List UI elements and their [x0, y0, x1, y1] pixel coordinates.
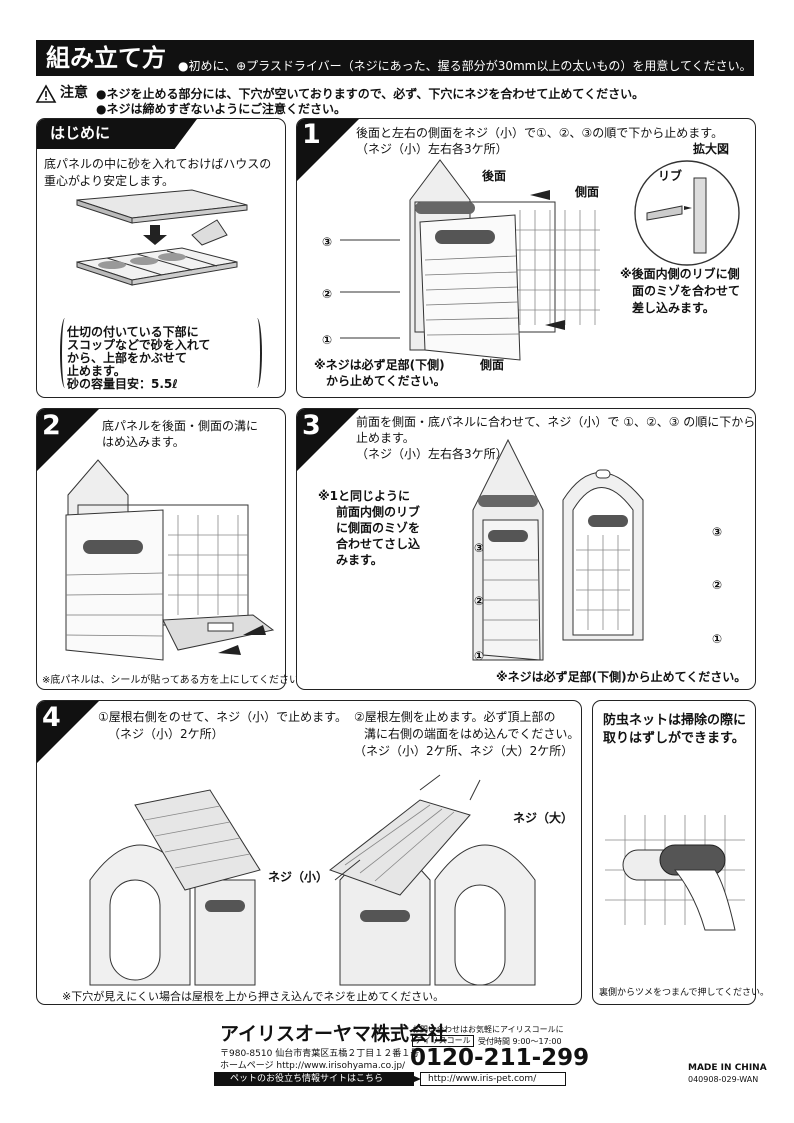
step3-marker-2-left: ②	[474, 594, 485, 608]
step1-label-side-bottom: 側面	[480, 358, 505, 372]
step3-line-3: （ネジ（小）左右各3ケ所）	[356, 447, 508, 461]
step2-floor-insert-illustration	[65, 459, 275, 661]
inquiry-text: お問い合わせはお気軽にアイリスコールに	[412, 1025, 564, 1034]
net-line-2: 取りはずしができます。	[603, 731, 745, 746]
company-name: アイリスオーヤマ株式会社	[220, 1023, 448, 1045]
page-title: 組み立て方	[46, 44, 166, 72]
bracket-right	[252, 318, 262, 388]
step3-marker-2-right: ②	[712, 578, 723, 592]
step4-number-badge	[37, 701, 99, 763]
step2-number: 2	[42, 410, 61, 441]
step4-a-line-1: ①屋根右側をのせて、ネジ（小）で止めます。	[98, 710, 347, 724]
intro-title-tab	[37, 119, 197, 149]
step4-a-line-2: （ネジ（小）2ケ所）	[108, 727, 224, 741]
step3-note-4: 合わせてさし込	[336, 537, 421, 551]
intro-bracket-line-4: 止めます。	[67, 364, 126, 378]
company-homepage[interactable]: ホームページ http://www.irisohyama.co.jp/	[220, 1061, 406, 1071]
step1-rib-note-1: ※後面内側のリブに側	[620, 267, 740, 281]
step4-b-line-2: 溝に右側の端面をはめ込んでください。	[364, 727, 580, 741]
phone-number[interactable]: 0120-211-299	[410, 1045, 590, 1071]
arrow-right-icon	[405, 1072, 421, 1086]
step3-marker-3-left: ③	[474, 541, 485, 555]
intro-bracket-line-2: スコップなどで砂を入れて	[67, 338, 211, 352]
intro-bracket-line-3: から、上部をかぶせて	[67, 351, 188, 365]
step1-screw-note-1: ※ネジは必ず足部(下側)	[314, 358, 445, 372]
step3-marker-1-right: ①	[712, 632, 723, 646]
step1-house-frame-illustration	[340, 159, 600, 361]
step1-zoom-circle	[634, 160, 740, 266]
intro-bracket-line-5: 砂の容量目安：5.5ℓ	[67, 377, 178, 391]
step3-note-2: 前面内側のリブ	[336, 505, 421, 519]
caution-line-1: ●ネジを止める部分には、下穴が空いておりますので、必ず、下穴にネジを合わせて止め…	[96, 87, 645, 101]
step3-note-3: に側面のミゾを	[336, 521, 421, 535]
step1-screw-note-2: から止めてください。	[326, 374, 446, 388]
intro-text-1: 底パネルの中に砂を入れておけばハウスの	[44, 157, 272, 171]
step3-note-5: みます。	[336, 553, 383, 567]
step1-marker-3: ③	[322, 235, 333, 249]
intro-title: はじめに	[50, 124, 111, 142]
company-address: 〒980-8510 仙台市青葉区五橋２丁目１２番１号	[220, 1049, 420, 1059]
header-note: ●初めに、⊕プラスドライバー（ネジにあった、握る部分が30mm以上の太いもの）を…	[178, 59, 752, 73]
step2-note: ※底パネルは、シールが貼ってある方を上にしてください。	[42, 675, 309, 686]
step4-b-line-3: （ネジ（小）2ケ所、ネジ（大）2ケ所）	[354, 744, 574, 758]
step1-number-badge	[297, 119, 359, 181]
step3-line-2: 止めます。	[356, 431, 415, 445]
header-bar	[36, 40, 754, 76]
step1-label-back: 後面	[482, 169, 507, 183]
step1-zoom-title: 拡大図	[693, 142, 730, 156]
pet-site-bar	[214, 1072, 414, 1086]
step4-number: 4	[42, 702, 61, 733]
caution-line-2: ●ネジは締めすぎないようにご注意ください。	[96, 102, 346, 116]
pet-site-label: ペットのお役立ち情報サイトはこちら	[230, 1074, 384, 1084]
call-badge: アイリスコール	[412, 1035, 474, 1047]
net-removal-illustration	[605, 815, 745, 931]
step1-rib-note-3: 差し込みます。	[632, 301, 715, 315]
step3-front-attach-illustration	[472, 438, 644, 661]
warning-icon	[35, 84, 57, 103]
product-code: 040908-029-WAN	[688, 1075, 759, 1084]
step1-number: 1	[302, 119, 321, 150]
step3-line-1: 前面を側面・底パネルに合わせて、ネジ（小）で ①、②、③ の順に下から	[356, 415, 756, 429]
step2-number-badge	[37, 409, 99, 471]
net-caption: 裏側からツメをつまんで押してください。	[599, 988, 770, 998]
step1-marker-1: ①	[322, 333, 333, 347]
step3-screw-note: ※ネジは必ず足部(下側)から止めてください。	[496, 670, 747, 684]
step4-roof-illustration	[89, 774, 536, 986]
step1-line-1: 後面と左右の側面をネジ（小）で①、②、③の順で下から止めます。	[356, 126, 724, 140]
step1-zoom-rib: リブ	[658, 169, 683, 183]
step3-marker-1-left: ①	[474, 649, 485, 663]
bracket-left	[60, 318, 70, 388]
caution-label: 注意	[60, 85, 88, 101]
pet-site-url-box	[420, 1072, 566, 1086]
step3-number: 3	[302, 410, 321, 441]
step1-label-side-top: 側面	[575, 185, 600, 199]
step4-note: ※下穴が見えにくい場合は屋根を上から押さえ込んでネジを止めてください。	[62, 990, 445, 1003]
step2-line-1: 底パネルを後面・側面の溝に	[102, 419, 259, 433]
step1-rib-note-2: 面のミゾを合わせて	[632, 284, 741, 298]
step1-marker-2: ②	[322, 287, 333, 301]
net-line-1: 防虫ネットは掃除の際に	[603, 713, 747, 728]
step3-number-badge	[297, 409, 359, 471]
step3-marker-3-right: ③	[712, 525, 723, 539]
step3-note-1: ※1と同じように	[318, 489, 411, 503]
pet-site-url[interactable]: http://www.iris-pet.com/	[428, 1074, 537, 1084]
intro-text-2: 重心がより安定します。	[44, 174, 174, 188]
intro-bracket-line-1: 仕切の付いている下部に	[67, 325, 199, 339]
made-in: MADE IN CHINA	[688, 1063, 767, 1073]
step4-label-small-screw: ネジ（小）	[268, 870, 329, 884]
sand-box-illustration	[76, 189, 248, 286]
call-hours: 受付時間 9:00～17:00	[478, 1037, 562, 1046]
step1-line-2: （ネジ（小）左右各3ケ所）	[356, 142, 508, 156]
step2-line-2: はめ込みます。	[102, 435, 185, 449]
step4-label-large-screw: ネジ（大）	[513, 811, 574, 825]
step4-b-line-1: ②屋根左側を止めます。必ず頂上部の	[354, 710, 556, 724]
